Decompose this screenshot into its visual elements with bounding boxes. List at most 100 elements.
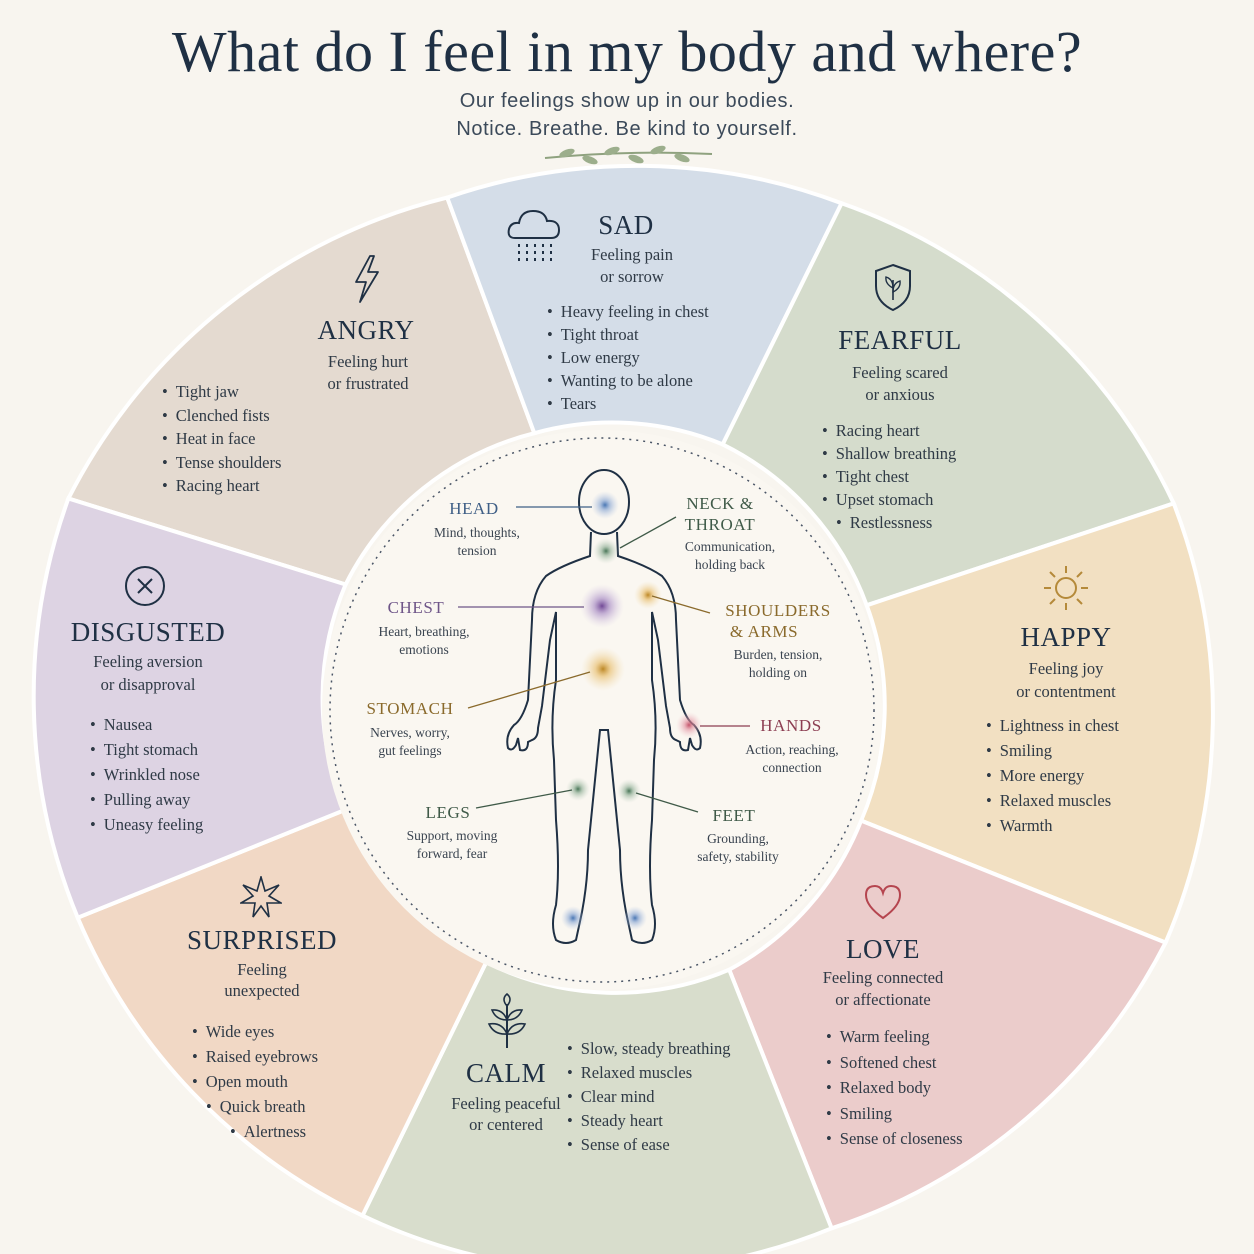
- love-desc-1: Feeling connected: [822, 968, 944, 987]
- subtitle-line-2: Notice. Breathe. Be kind to yourself.: [456, 118, 798, 140]
- disgusted-desc-1: Feeling aversion: [93, 652, 203, 671]
- list-item: Clear mind: [567, 1085, 730, 1109]
- disgusted-heading: DISGUSTED: [70, 617, 226, 647]
- surprised-heading: SURPRISED: [186, 925, 338, 955]
- happy-list: Lightness in chest Smiling More energy R…: [986, 713, 1119, 838]
- neck-desc-2: holding back: [694, 557, 766, 572]
- feet-desc-1: Grounding,: [707, 831, 769, 846]
- list-item: Quick breath: [206, 1094, 318, 1119]
- chest-desc-1: Heart, breathing,: [378, 624, 470, 639]
- list-item: Warmth: [986, 813, 1119, 838]
- happy-desc-1: Feeling joy: [1028, 659, 1104, 678]
- head-label: HEAD: [449, 499, 499, 518]
- list-item: Softened chest: [826, 1050, 963, 1076]
- heart-icon: [864, 884, 902, 920]
- sad-desc-1: Feeling pain: [590, 245, 674, 264]
- shoulders-label-1: SHOULDERS: [725, 601, 831, 620]
- chest-label: CHEST: [387, 598, 445, 617]
- surprised-desc-2: unexpected: [224, 981, 300, 1000]
- foot-glow-left: [561, 906, 585, 930]
- disgusted-desc-2: or disapproval: [100, 675, 196, 694]
- list-item: Uneasy feeling: [90, 812, 203, 837]
- list-item: Smiling: [986, 738, 1119, 763]
- sun-icon: [1044, 566, 1088, 610]
- list-item: Raised eyebrows: [192, 1044, 318, 1069]
- list-item: Sense of closeness: [826, 1126, 963, 1152]
- happy-desc-2: or contentment: [1016, 682, 1116, 701]
- list-item: Restlessness: [836, 511, 956, 534]
- fearful-desc-1: Feeling scared: [852, 363, 948, 382]
- angry-heading: ANGRY: [317, 315, 415, 345]
- calm-heading: CALM: [465, 1058, 546, 1088]
- list-item: Tight chest: [822, 465, 956, 488]
- stomach-label: STOMACH: [366, 699, 454, 718]
- list-item: Low energy: [547, 346, 709, 369]
- fearful-heading: FEARFUL: [838, 325, 962, 355]
- feet-desc-2: safety, stability: [697, 849, 779, 864]
- chest-desc-2: emotions: [399, 642, 449, 657]
- list-item: Slow, steady breathing: [567, 1037, 731, 1061]
- list-item: Relaxed muscles: [567, 1061, 730, 1085]
- surprised-desc-1: Feeling: [237, 960, 287, 979]
- list-item: Wrinkled nose: [90, 762, 203, 787]
- list-item: Nausea: [90, 712, 203, 737]
- list-item: Relaxed body: [826, 1075, 963, 1101]
- list-item: Shallow breathing: [822, 442, 957, 465]
- list-item: Smiling: [826, 1101, 963, 1127]
- calm-desc-1: Feeling peaceful: [451, 1094, 561, 1113]
- list-item: Heat in face: [162, 427, 281, 451]
- love-desc-2: or affectionate: [835, 990, 931, 1009]
- hands-desc-1: Action, reaching,: [745, 742, 839, 757]
- calm-list: Slow, steady breathing Relaxed muscles C…: [567, 1037, 731, 1157]
- list-item: Tight throat: [547, 323, 709, 346]
- leg-glow-left: [566, 777, 590, 801]
- sad-desc-2: or sorrow: [600, 267, 664, 286]
- fearful-list: Racing heart Shallow breathing Tight che…: [822, 419, 957, 534]
- angry-desc-1: Feeling hurt: [327, 352, 409, 371]
- list-item: More energy: [986, 763, 1119, 788]
- shoulders-desc-2: holding on: [748, 665, 808, 680]
- head-desc-1: Mind, thoughts,: [434, 525, 520, 540]
- hands-desc-2: connection: [762, 760, 822, 775]
- sad-heading: SAD: [598, 210, 654, 240]
- list-item: Racing heart: [162, 474, 281, 498]
- legs-desc-2: forward, fear: [416, 846, 488, 861]
- angry-list: Tight jaw Clenched fists Heat in face Te…: [162, 380, 282, 498]
- body-map-circle: [322, 430, 882, 990]
- disgusted-list: Nausea Tight stomach Wrinkled nose Pulli…: [90, 712, 203, 837]
- list-item: Lightness in chest: [986, 713, 1119, 738]
- hand-glow: [676, 712, 702, 738]
- list-item: Tight stomach: [90, 737, 203, 762]
- shoulders-label-2: & ARMS: [729, 622, 799, 641]
- page-title: What do I feel in my body and where?: [171, 19, 1083, 84]
- foot-glow-right: [623, 906, 647, 930]
- neck-desc-1: Communication,: [684, 539, 776, 554]
- subtitle-line-1: Our feelings show up in our bodies.: [459, 90, 795, 112]
- love-heading: LOVE: [846, 934, 920, 964]
- calm-desc-2: or centered: [469, 1115, 543, 1134]
- leg-glow-right: [617, 779, 641, 803]
- sad-list: Heavy feeling in chest Tight throat Low …: [547, 300, 709, 415]
- list-item: Sense of ease: [567, 1133, 730, 1157]
- surprised-list: Wide eyes Raised eyebrows Open mouth Qui…: [192, 1019, 318, 1144]
- list-item: Tight jaw: [162, 380, 281, 404]
- list-item: Relaxed muscles: [986, 788, 1119, 813]
- legs-label: LEGS: [425, 803, 471, 822]
- list-item: Wanting to be alone: [547, 369, 709, 392]
- rain-cloud-icon: [507, 209, 561, 262]
- head-glow: [591, 491, 619, 519]
- neck-label-2: THROAT: [684, 515, 756, 534]
- head-desc-2: tension: [457, 543, 497, 558]
- stomach-desc-2: gut feelings: [378, 743, 442, 758]
- list-item: Alertness: [230, 1119, 318, 1144]
- x-circle-icon: [125, 566, 165, 606]
- fearful-desc-2: or anxious: [865, 385, 935, 404]
- angry-desc-2: or frustrated: [327, 374, 409, 393]
- list-item: Racing heart: [822, 419, 956, 442]
- happy-heading: HAPPY: [1020, 622, 1112, 652]
- stomach-glow: [581, 647, 625, 691]
- starburst-icon: [240, 876, 282, 918]
- feet-label: FEET: [712, 806, 756, 825]
- list-item: Steady heart: [567, 1109, 730, 1133]
